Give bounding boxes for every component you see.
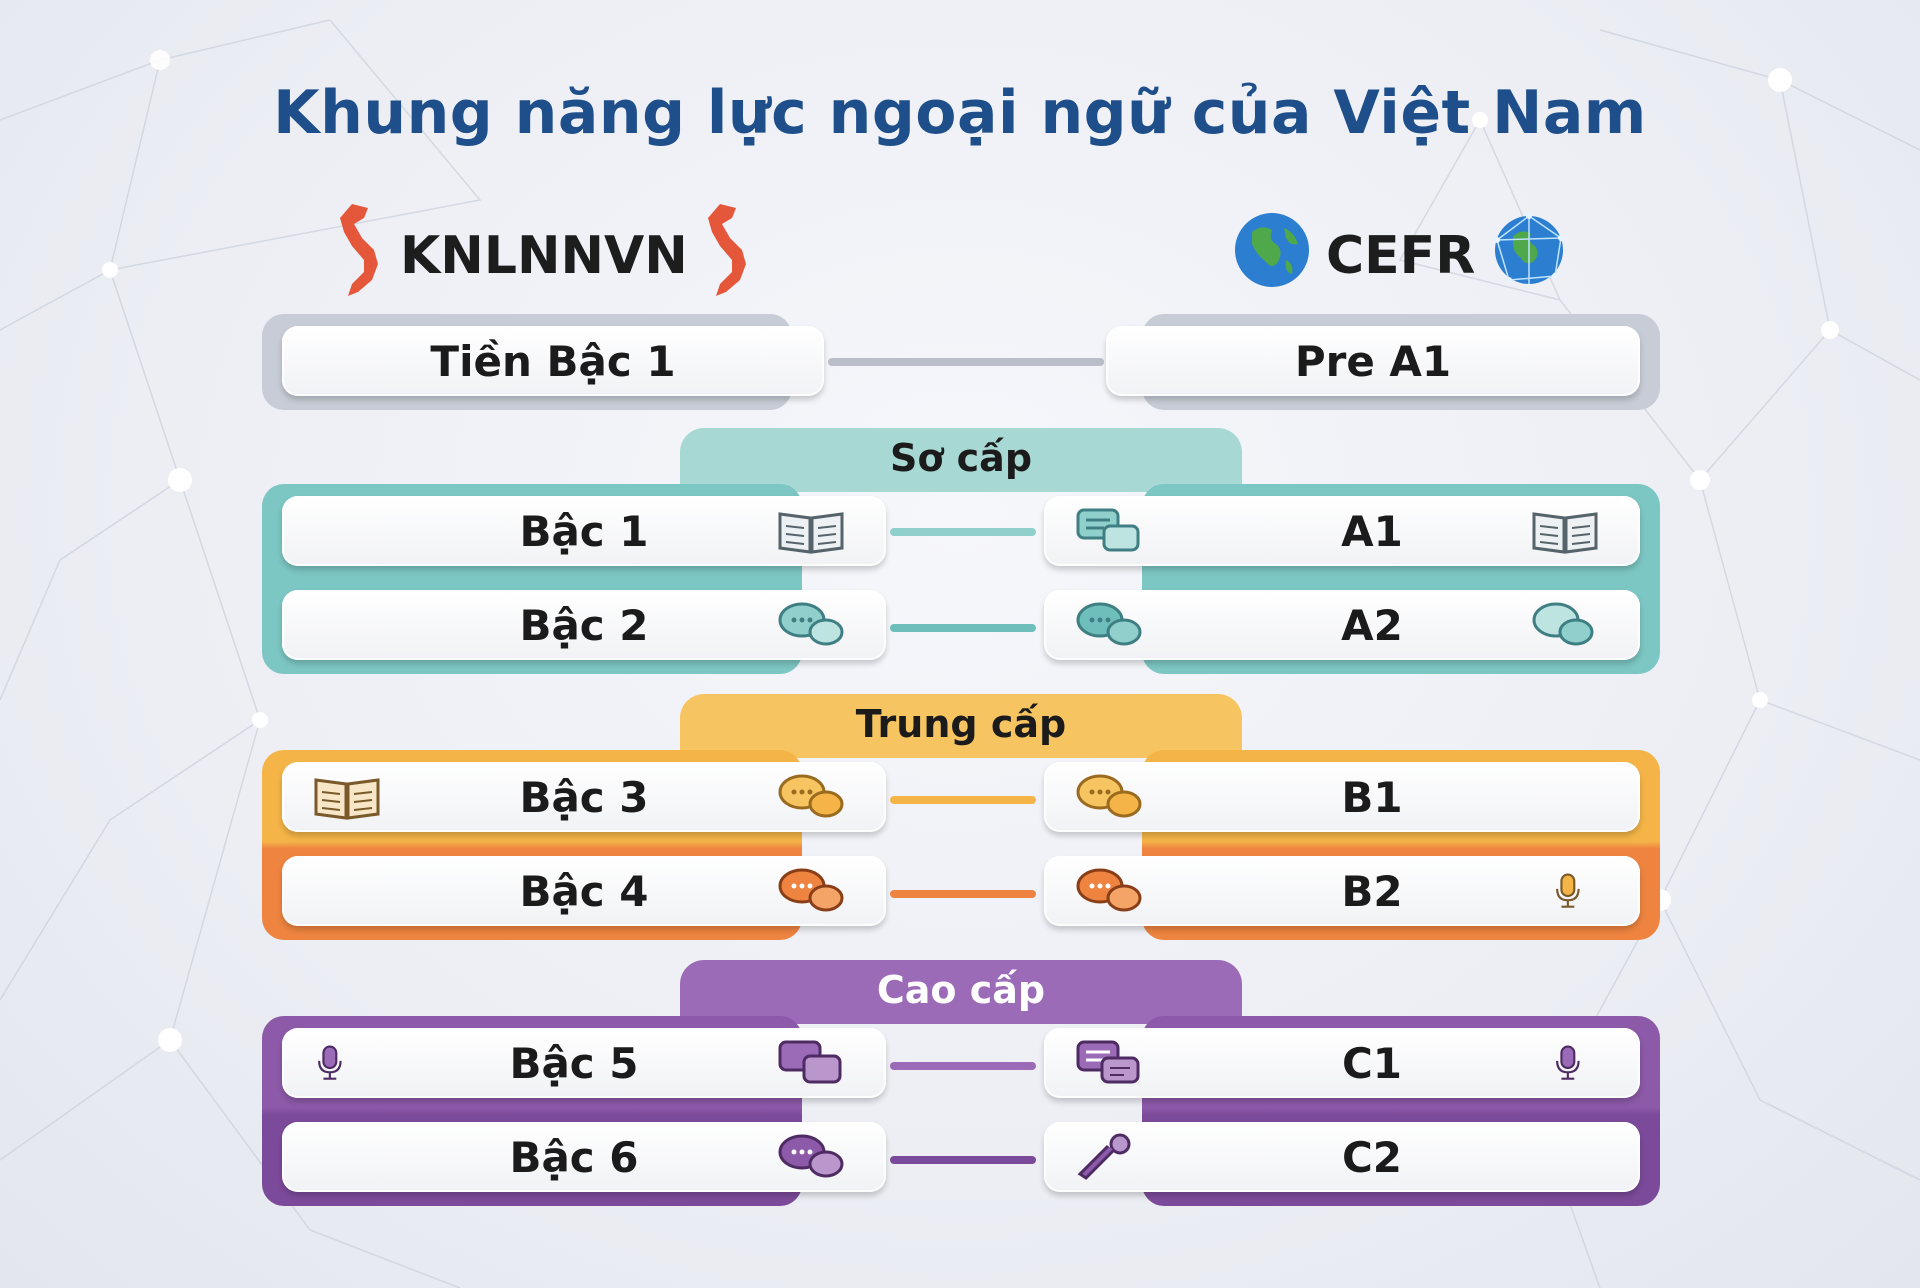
- level-bac-4: Bậc 4: [282, 856, 886, 926]
- level-label: A1: [1341, 506, 1403, 556]
- level-bac-6: Bậc 6: [282, 1122, 886, 1192]
- level-label: B1: [1341, 772, 1403, 822]
- microphone-icon: [318, 1045, 342, 1080]
- level-label: Bậc 1: [519, 506, 649, 556]
- connector-c1: [890, 1062, 1036, 1070]
- chat-bubbles-icon: [778, 1134, 844, 1178]
- connector-b2: [890, 890, 1036, 898]
- level-pre-left: Tiền Bậc 1: [282, 326, 824, 396]
- level-label: C2: [1341, 1132, 1403, 1182]
- level-bac-5: Bậc 5: [282, 1028, 886, 1098]
- level-label: Bậc 2: [519, 600, 649, 650]
- group-tab-cao-cap: Cao cấp: [680, 960, 1242, 1024]
- speech-bubbles-icon: [1532, 602, 1594, 646]
- page-title: Khung năng lực ngoại ngữ của Việt Nam: [273, 78, 1647, 148]
- open-book-icon: [778, 512, 844, 554]
- chat-bubbles-icon: [1076, 602, 1142, 646]
- level-pre-right: Pre A1: [1106, 326, 1640, 396]
- level-label: B2: [1341, 866, 1403, 916]
- microphone-icon: [1556, 1045, 1580, 1080]
- open-book-icon: [1532, 512, 1598, 554]
- connector-c2: [890, 1156, 1036, 1164]
- globe-icon: [1232, 210, 1312, 303]
- chat-bubbles-icon: [1076, 1040, 1140, 1084]
- level-label: Bậc 5: [509, 1038, 639, 1088]
- vietnam-map-icon: [702, 202, 754, 311]
- chat-bubbles-icon: [778, 602, 844, 646]
- connector-a1: [890, 528, 1036, 536]
- chat-bubbles-icon: [778, 1040, 842, 1084]
- globe-network-icon: [1489, 210, 1569, 303]
- level-bac-3: Bậc 3: [282, 762, 886, 832]
- chat-bubbles-icon: [1076, 868, 1142, 912]
- level-label: Bậc 4: [519, 866, 649, 916]
- connector-b1: [890, 796, 1036, 804]
- right-header-label: CEFR: [1326, 226, 1476, 286]
- level-b1: B1: [1044, 762, 1640, 832]
- level-c2: C2: [1044, 1122, 1640, 1192]
- chat-bubbles-icon: [778, 774, 844, 818]
- handheld-microphone-icon: [1077, 1133, 1131, 1180]
- level-bac-1: Bậc 1: [282, 496, 886, 566]
- chat-bubbles-icon: [1076, 774, 1142, 818]
- level-label: Bậc 6: [509, 1132, 639, 1182]
- group-tab-so-cap: Sơ cấp: [680, 428, 1242, 492]
- chat-bubbles-icon: [1076, 508, 1140, 552]
- left-header: KNLNNVN: [334, 203, 754, 296]
- chat-bubbles-icon: [778, 868, 844, 912]
- group-tab-trung-cap: Trung cấp: [680, 694, 1242, 758]
- level-bac-2: Bậc 2: [282, 590, 886, 660]
- level-c1: C1: [1044, 1028, 1640, 1098]
- level-label: C1: [1341, 1038, 1403, 1088]
- microphone-icon: [1556, 873, 1580, 908]
- level-a2: A2: [1044, 590, 1640, 660]
- level-label: Bậc 3: [519, 772, 649, 822]
- level-label: A2: [1341, 600, 1403, 650]
- connector-pre: [828, 358, 1104, 366]
- open-book-icon: [314, 778, 380, 820]
- left-header-label: KNLNNVN: [400, 226, 688, 286]
- level-b2: B2: [1044, 856, 1640, 926]
- right-header: CEFR: [1232, 212, 1569, 292]
- vietnam-map-icon: [334, 202, 386, 311]
- level-label: Tiền Bậc 1: [430, 336, 676, 386]
- level-label: Pre A1: [1294, 336, 1452, 386]
- level-a1: A1: [1044, 496, 1640, 566]
- connector-a2: [890, 624, 1036, 632]
